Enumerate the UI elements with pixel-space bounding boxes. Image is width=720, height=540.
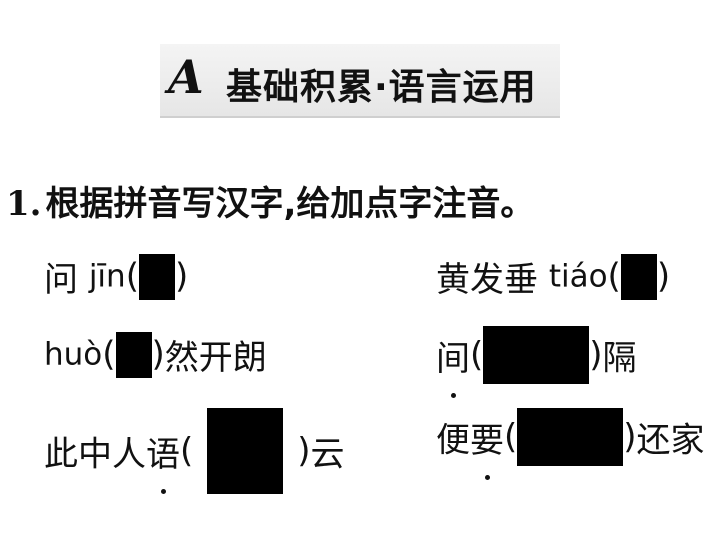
item-4: 间()隔: [436, 326, 637, 398]
section-letter: A: [168, 50, 204, 104]
item-text: 此中人: [44, 434, 146, 475]
item-text: 隔: [602, 338, 637, 379]
dotted-char: 语: [146, 427, 180, 494]
item-pinyin: tiáo: [548, 258, 608, 295]
close-paren: ): [174, 256, 189, 297]
item-text: 还家: [636, 420, 705, 461]
item-5: 此中人语()云: [44, 408, 345, 494]
redacted-answer: [620, 253, 657, 300]
close-paren: ): [656, 256, 671, 297]
item-text: 便: [436, 420, 470, 461]
close-paren: ): [151, 334, 165, 375]
item-6: 便要()还家: [436, 408, 705, 480]
question-text: 根据拼音写汉字,给加点字注音。: [45, 184, 535, 224]
dotted-char: 要: [470, 413, 504, 480]
question-line: 1.根据拼音写汉字,给加点字注音。: [6, 176, 534, 225]
item-text: 黄发垂: [436, 260, 538, 300]
open-paren: (: [504, 417, 518, 457]
open-paren: (: [180, 431, 194, 471]
section-banner: [160, 44, 560, 118]
item-2: 黄发垂 tiáo(): [436, 252, 670, 301]
redacted-answer: [138, 253, 175, 300]
section-title: 基础积累·语言运用: [226, 67, 537, 108]
emphasis-dot: [451, 392, 456, 398]
item-3: huò()然开朗: [44, 330, 267, 379]
item-text: 问: [44, 260, 78, 300]
item-text: 然开朗: [164, 338, 267, 378]
open-paren: (: [607, 256, 621, 297]
open-paren: (: [125, 256, 139, 297]
close-paren: ): [297, 431, 311, 471]
item-pinyin: huò: [44, 336, 103, 373]
dotted-char: 间: [436, 331, 470, 398]
close-paren: ): [623, 417, 637, 457]
emphasis-dot: [161, 488, 166, 494]
redacted-answer: [483, 326, 590, 384]
open-paren: (: [470, 335, 484, 375]
redacted-answer: [115, 331, 152, 378]
emphasis-dot: [485, 474, 490, 480]
item-text: 云: [310, 434, 345, 475]
question-number: 1.: [6, 184, 42, 224]
open-paren: (: [102, 334, 116, 375]
redacted-answer: [207, 408, 284, 494]
item-pinyin: jīn: [88, 258, 126, 295]
item-1: 问 jīn(): [44, 252, 188, 301]
redacted-answer: [517, 408, 624, 466]
close-paren: ): [589, 335, 603, 375]
